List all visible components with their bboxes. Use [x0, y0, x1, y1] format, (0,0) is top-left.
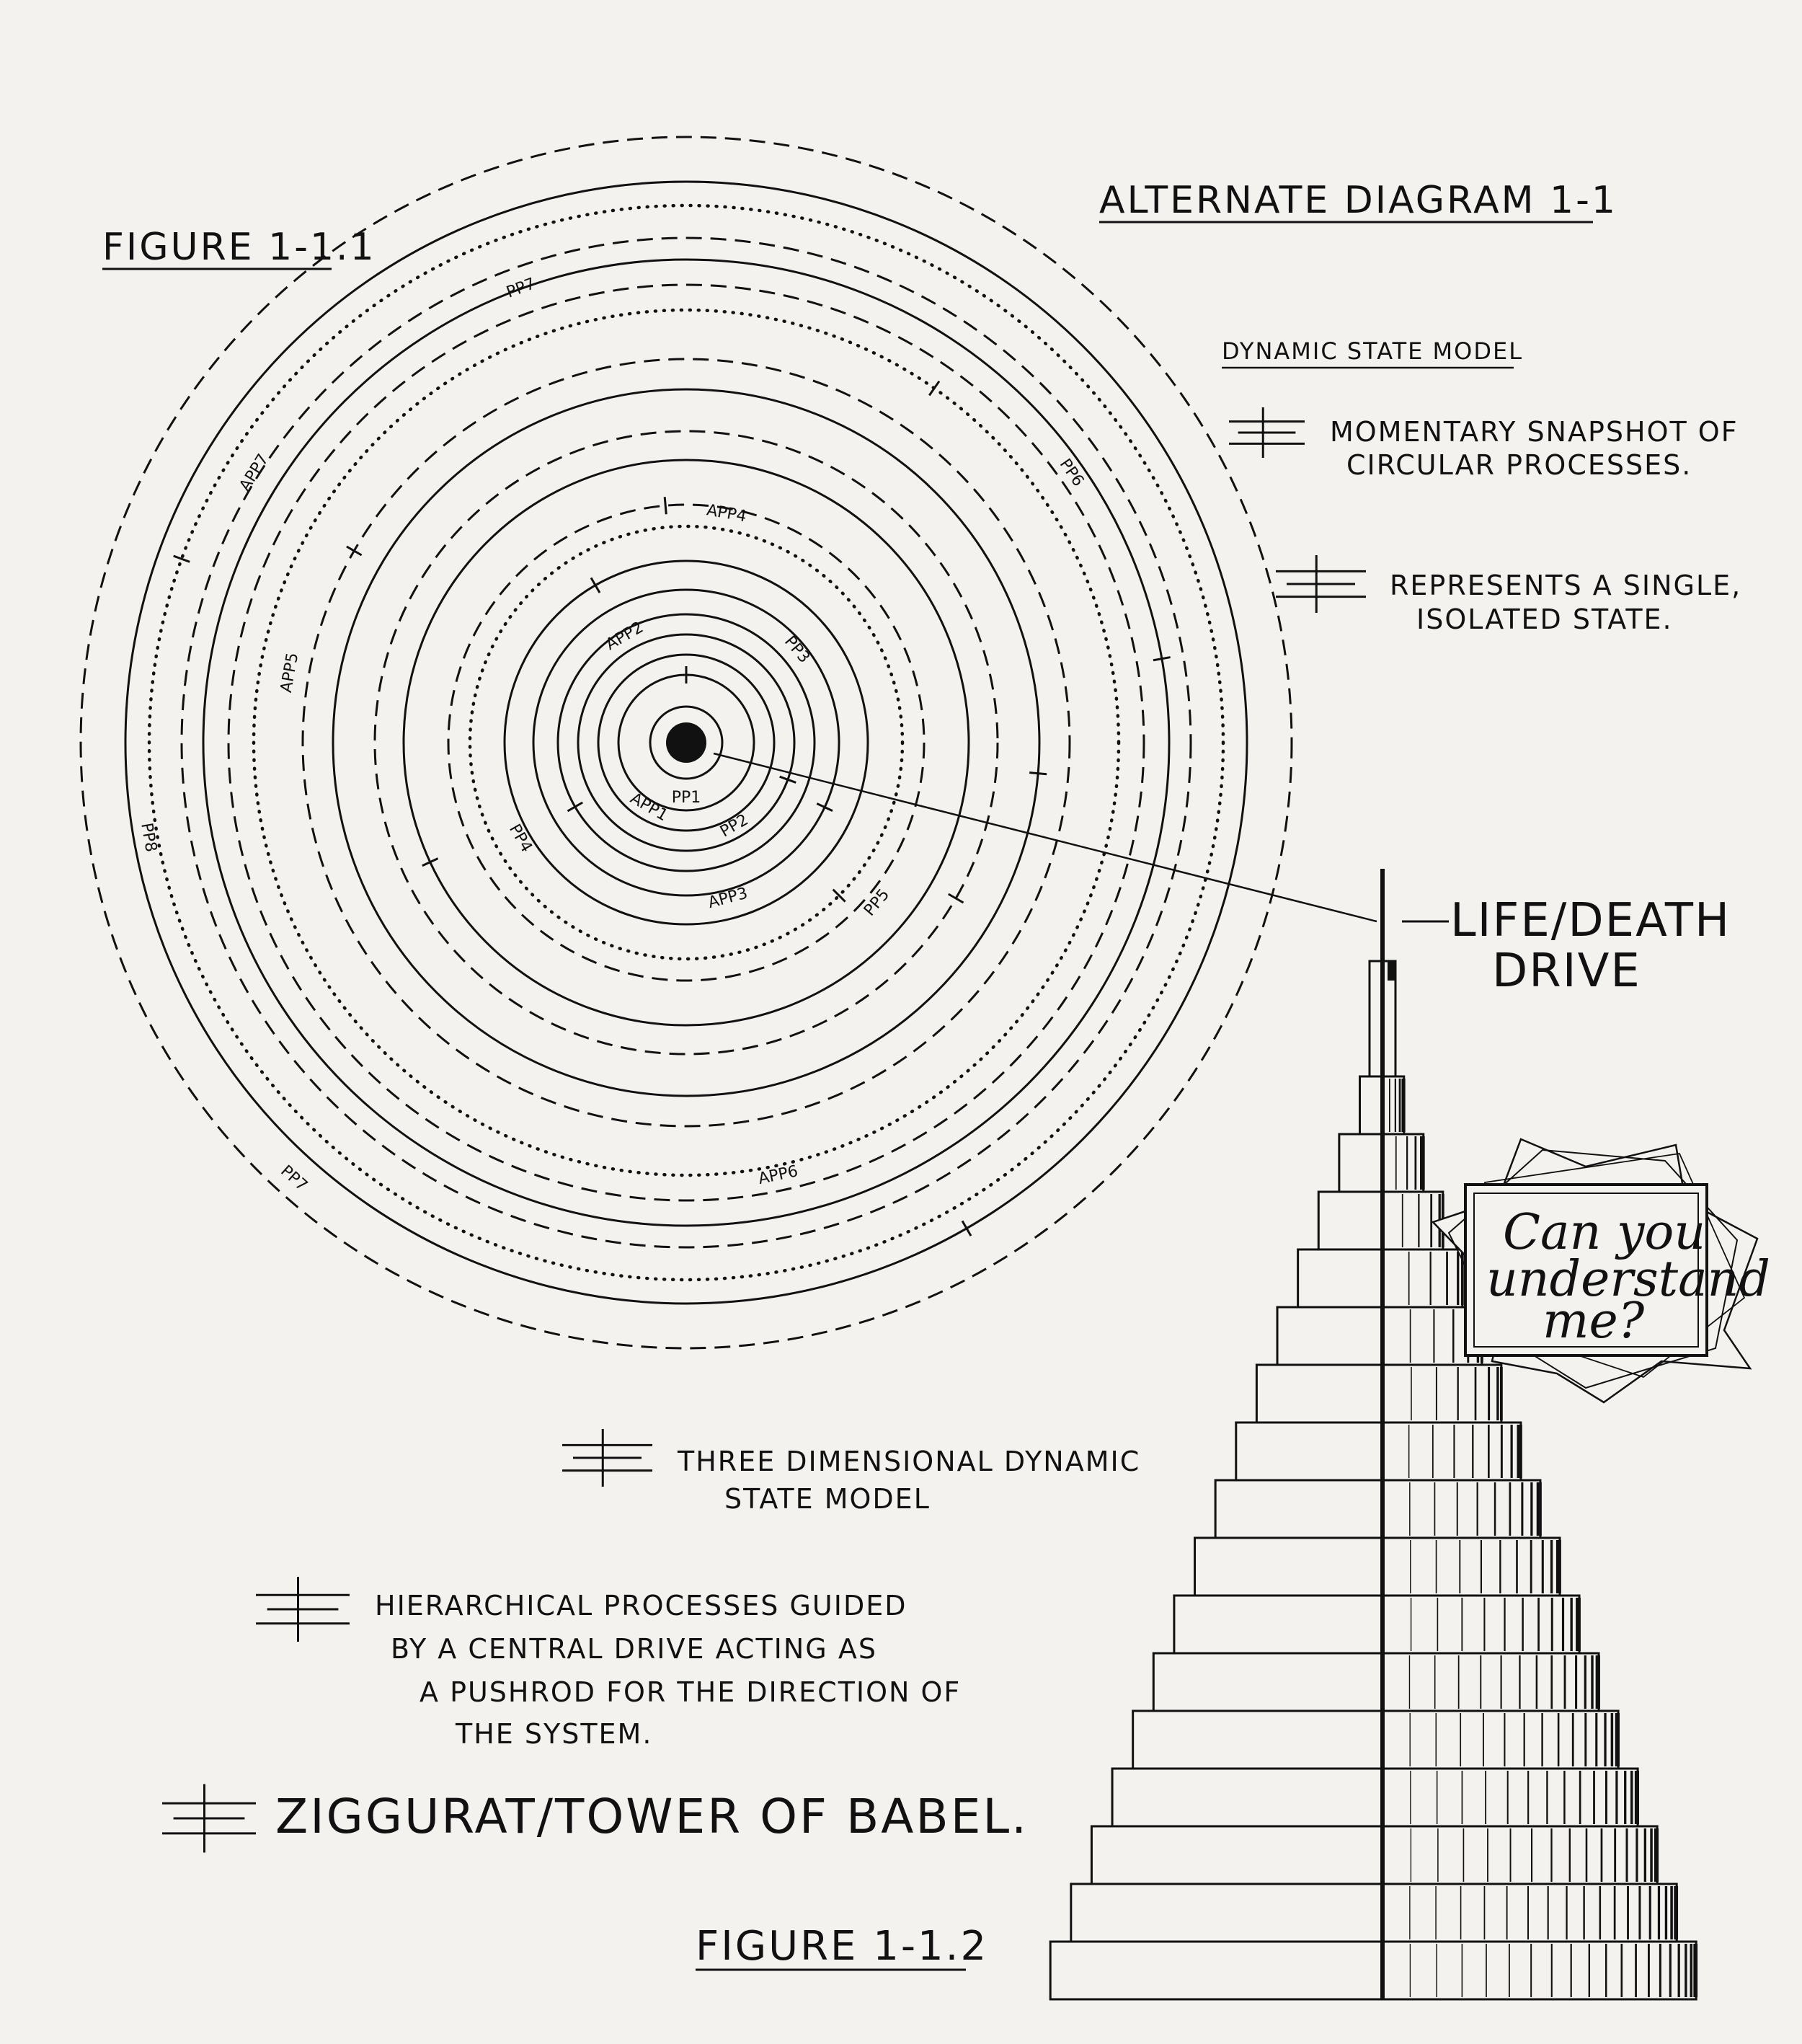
state-tick	[173, 554, 190, 563]
process-ring	[468, 524, 905, 961]
state-tick	[832, 888, 846, 903]
ring-label: PP4	[505, 821, 536, 856]
state-tick	[947, 893, 964, 904]
figure-1-1-2-label: FIGURE 1-1.2	[696, 1923, 988, 1970]
ziggurat-tier	[1070, 1882, 1678, 1943]
ring-label: APP6	[757, 1162, 800, 1188]
ziggurat-tier	[1235, 1421, 1522, 1482]
process-ring	[402, 459, 970, 1027]
ring-label: PP6	[1056, 456, 1088, 490]
ziggurat-tier	[1152, 1652, 1600, 1712]
state-tick	[1029, 771, 1047, 776]
process-ring	[532, 588, 840, 897]
alternate-diagram-title: ALTERNATE DIAGRAM 1-1	[1099, 179, 1617, 222]
speech-line2: understand	[1486, 1251, 1770, 1308]
ring-label: APP5	[278, 651, 302, 694]
ring-label: PP7	[277, 1162, 311, 1195]
legend-item2-line2: ISOLATED STATE.	[1416, 603, 1673, 635]
hier-note-line4: THE SYSTEM.	[455, 1718, 652, 1750]
process-ring	[180, 236, 1192, 1249]
state-tick	[816, 802, 833, 813]
ziggurat-tier	[1173, 1594, 1581, 1655]
state-symbol-icon	[562, 1429, 652, 1487]
ring-label: APP3	[706, 885, 750, 913]
process-ring	[147, 203, 1225, 1282]
ziggurat-tier	[1297, 1248, 1464, 1309]
ziggurat-note: ZIGGURAT/TOWER OF BABEL.	[275, 1789, 1029, 1844]
state-tick	[422, 857, 439, 867]
ziggurat-tier	[1255, 1363, 1503, 1424]
state-tick	[567, 801, 583, 813]
legend-item1-line2: CIRCULAR PROCESSES.	[1346, 449, 1692, 481]
ziggurat-tier	[1194, 1536, 1561, 1597]
process-ring	[597, 653, 776, 832]
ring-label: PP7	[504, 275, 538, 301]
process-ring	[124, 180, 1248, 1305]
state-tick	[346, 545, 363, 557]
process-ring	[503, 559, 869, 926]
process-ring	[332, 388, 1041, 1097]
state-symbol-icon	[1229, 407, 1305, 458]
speech-line3: me?	[1543, 1293, 1645, 1350]
ziggurat-tier	[1276, 1306, 1483, 1366]
three-d-note-line2: STATE MODEL	[724, 1483, 931, 1515]
process-ring	[252, 308, 1121, 1177]
drive-pointer-line	[713, 752, 1377, 923]
ziggurat-tier	[1090, 1825, 1659, 1885]
ziggurat-tower-drawing	[1049, 869, 1698, 2001]
process-ring	[447, 503, 926, 982]
state-tick	[961, 1220, 972, 1236]
process-ring	[301, 358, 1071, 1128]
speech-card: Can you understand me?	[1431, 1138, 1770, 1404]
speech-line1: Can you	[1503, 1204, 1705, 1261]
ring-label: PP8	[137, 821, 160, 853]
ring-label: PP2	[717, 811, 752, 841]
ziggurat-tier	[1214, 1479, 1542, 1539]
figure-1-1-1-label: FIGURE 1-1.1	[102, 226, 376, 269]
process-ring	[79, 136, 1293, 1350]
drive-label-line2: DRIVE	[1492, 944, 1641, 998]
ring-label: PP1	[672, 789, 701, 807]
state-tick	[663, 497, 667, 515]
legend-title: DYNAMIC STATE MODEL	[1222, 337, 1523, 365]
state-tick	[928, 380, 941, 397]
drive-label-line1: LIFE/DEATH	[1450, 894, 1731, 947]
ziggurat-tier	[1132, 1709, 1620, 1770]
state-symbol-icon	[162, 1784, 256, 1853]
hier-note-line1: HIERARCHICAL PROCESSES GUIDED	[375, 1590, 907, 1622]
process-ring	[373, 430, 999, 1056]
hier-note-line3: A PUSHROD FOR THE DIRECTION OF	[420, 1676, 961, 1708]
legend-item2-line1: REPRESENTS A SINGLE,	[1390, 570, 1741, 601]
ring-label: APP1	[627, 789, 671, 825]
process-ring	[227, 283, 1145, 1202]
three-d-note-line1: THREE DIMENSIONAL DYNAMIC	[677, 1446, 1140, 1477]
ring-label: APP7	[236, 451, 273, 494]
process-ring	[202, 258, 1171, 1227]
state-symbol-icon	[1276, 555, 1366, 613]
ziggurat-tier	[1111, 1767, 1639, 1828]
ring-label: APP2	[603, 619, 647, 654]
legend-item1-line1: MOMENTARY SNAPSHOT OF	[1330, 416, 1739, 448]
process-ring	[649, 705, 724, 780]
ring-label: PP5	[861, 886, 893, 920]
ring-label: APP4	[705, 501, 747, 526]
process-ring	[577, 633, 796, 852]
process-ring	[556, 613, 816, 872]
core-node	[666, 722, 706, 763]
state-tick	[1153, 656, 1171, 662]
state-tick	[779, 775, 796, 784]
state-symbol-icon	[256, 1577, 350, 1642]
state-tick	[590, 577, 601, 593]
ziggurat-tier	[1049, 1940, 1697, 2001]
hier-note-line2: BY A CENTRAL DRIVE ACTING AS	[391, 1633, 877, 1665]
